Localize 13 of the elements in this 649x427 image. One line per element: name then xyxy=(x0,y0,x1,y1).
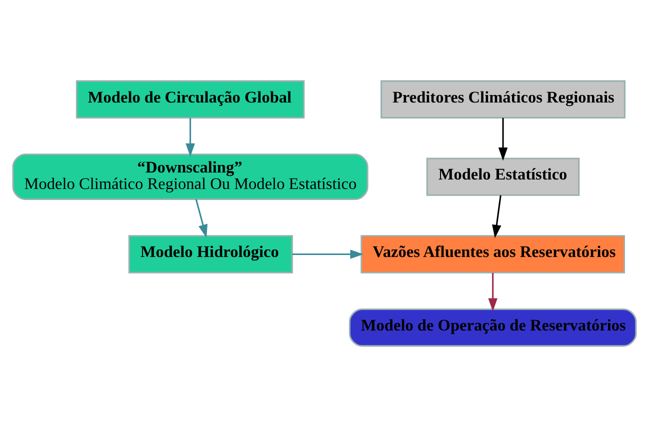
arrow xyxy=(488,272,498,312)
node-box: Modelo de Circulação Global xyxy=(76,80,305,118)
node-box: Preditores Climáticos Regionais xyxy=(380,80,626,118)
arrow xyxy=(186,118,195,157)
node-box: Modelo de Operação de Reservatórios xyxy=(348,308,637,347)
node-box: Modelo Hidrológico xyxy=(128,235,293,274)
node-box: “Downscaling” Modelo Climático Regional Ou Modelo Estatístico xyxy=(12,154,368,200)
arrow xyxy=(498,118,508,161)
arrow xyxy=(195,199,208,238)
node-box: Vazões Afluentes aos Reservatórios xyxy=(360,235,625,274)
arrow xyxy=(292,250,364,259)
arrow xyxy=(492,195,502,238)
node-box: Modelo Estatístico xyxy=(426,158,580,196)
